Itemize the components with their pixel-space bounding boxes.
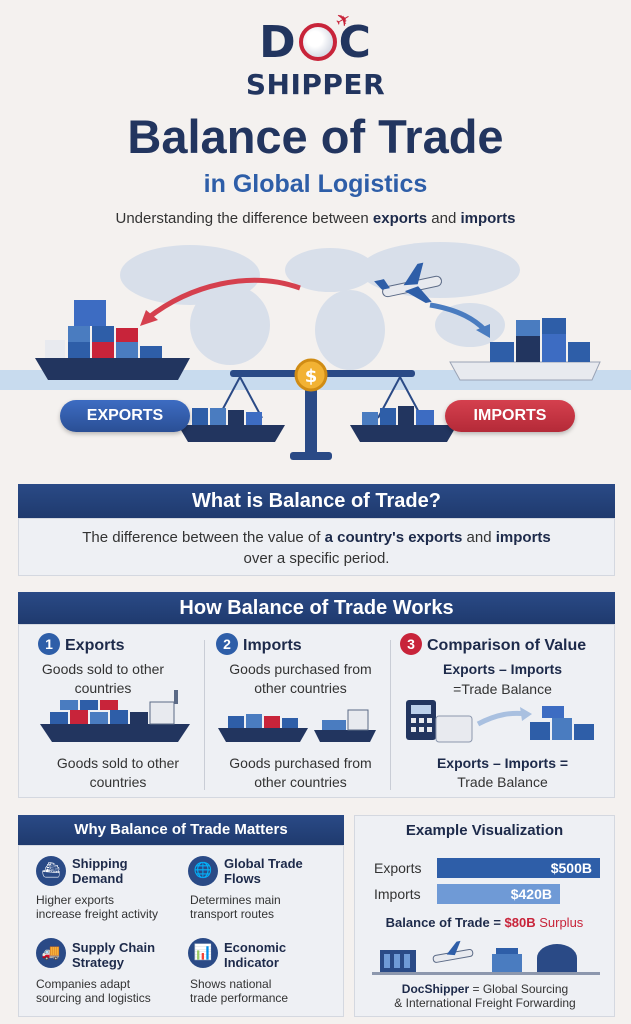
left-pan-ship xyxy=(178,408,285,442)
exports-ship-icon xyxy=(40,690,190,742)
imports-bar-label: Imports xyxy=(374,886,421,902)
chart-icon: 📊 xyxy=(188,938,218,968)
import-arrow-head xyxy=(476,324,490,338)
world-map xyxy=(120,242,520,370)
export-arrow-head xyxy=(140,310,158,326)
column-divider xyxy=(204,640,205,790)
comparison-illustration xyxy=(406,700,594,743)
ship-icon: ⛴ xyxy=(36,856,66,886)
formula-top-1: Exports – Imports xyxy=(442,661,563,677)
how-heading: How Balance of Trade Works xyxy=(18,592,615,624)
right-cargo-ship xyxy=(449,318,601,381)
airplane-icon xyxy=(374,262,443,303)
left-cargo-ship xyxy=(35,300,190,380)
imports-text-top: Goods purchased from other countries xyxy=(229,661,372,696)
what-definition: The difference between the value of a co… xyxy=(18,518,615,576)
exports-pill: EXPORTS xyxy=(60,400,190,432)
example-panel xyxy=(354,815,615,1017)
page-title: Balance of Trade xyxy=(127,110,504,163)
example-footer: DocShipper = Global Sourcing & Internati… xyxy=(394,982,576,1010)
balance-result: Balance of Trade = $80B Surplus xyxy=(385,915,584,930)
why-panel xyxy=(18,845,344,1017)
balance-scale: $ xyxy=(217,358,423,460)
imports-bar: $420B xyxy=(437,884,560,904)
imports-pill: IMPORTS xyxy=(445,400,575,432)
example-heading: Example Visualization xyxy=(405,822,564,839)
exports-text-bottom: Goods sold to other countries xyxy=(56,755,180,790)
what-heading: What is Balance of Trade? xyxy=(18,484,615,518)
document-icon xyxy=(435,715,473,743)
globe-icon: 🌐 xyxy=(188,856,218,886)
tagline: Understanding the difference between exp… xyxy=(115,210,516,227)
exports-bar: $500B xyxy=(437,858,600,878)
logo-letter-c: C xyxy=(338,17,372,68)
imports-text-bottom: Goods purchased from other countries xyxy=(229,755,372,790)
exports-bar-label: Exports xyxy=(374,860,422,876)
coin-symbol: $ xyxy=(305,366,318,387)
globe-icon xyxy=(298,23,337,61)
truck-icon: 🚚 xyxy=(36,938,66,968)
right-pan-ship xyxy=(350,406,457,442)
formula-bottom-2: Trade Balance xyxy=(457,774,548,790)
logo-shipper: SHIPPER xyxy=(245,68,386,101)
formula-bottom-1: Exports – Imports = xyxy=(436,755,569,771)
export-arrow xyxy=(146,277,301,320)
logo-letter-d: D xyxy=(259,17,297,68)
column-divider xyxy=(390,640,391,790)
hero-illustration: $ xyxy=(0,242,631,460)
formula-top-2: =Trade Balance xyxy=(453,681,552,697)
logistics-skyline-icon xyxy=(372,940,600,975)
why-heading: Why Balance of Trade Matters xyxy=(18,815,344,845)
exports-text-top: Goods sold to other countries xyxy=(41,661,165,696)
page-subtitle: in Global Logistics xyxy=(203,170,428,198)
imports-ships-icon xyxy=(218,709,376,742)
